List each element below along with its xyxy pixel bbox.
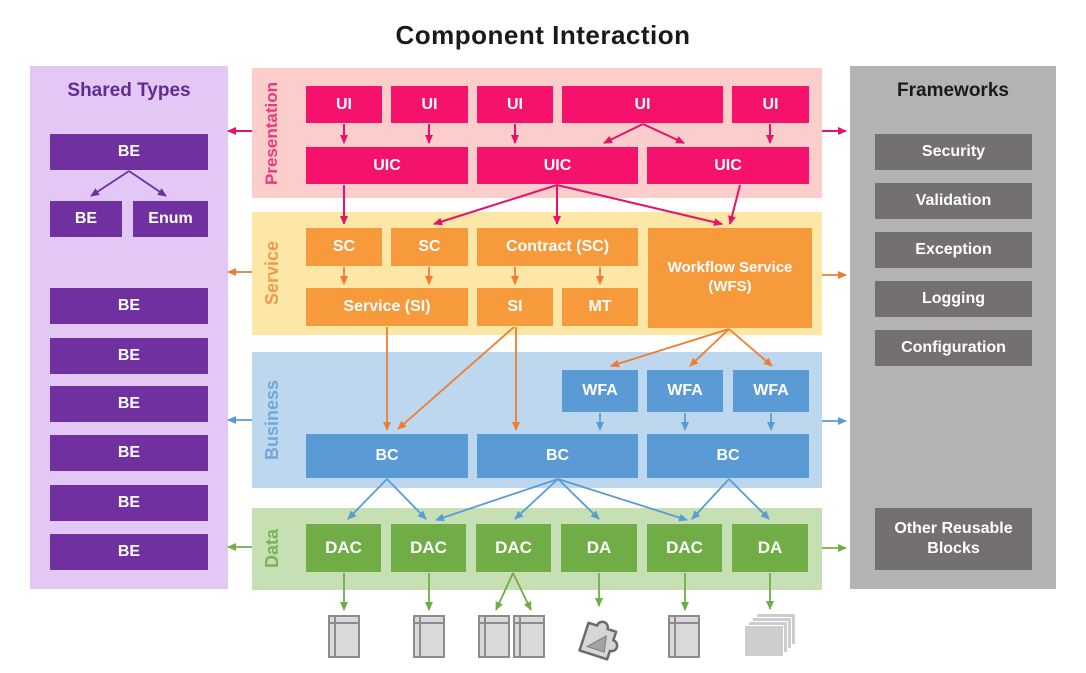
framework-exception-box: Exception	[875, 232, 1032, 268]
shared-be-root-box: BE	[50, 134, 208, 170]
database-table-icon	[513, 615, 545, 658]
sc-box: SC	[306, 228, 382, 266]
ui-box: UI	[477, 86, 553, 123]
uic-box: UIC	[647, 147, 809, 184]
framework-validation-box: Validation	[875, 183, 1032, 219]
service-si-box: Service (SI)	[306, 288, 468, 326]
ui-box: UI	[306, 86, 382, 123]
framework-logging-box: Logging	[875, 281, 1032, 317]
shared-be-child-box: BE	[50, 201, 122, 237]
framework-configuration-box: Configuration	[875, 330, 1032, 366]
business-layer-label: Business	[261, 379, 282, 461]
si-box: SI	[477, 288, 553, 326]
dac-box: DAC	[647, 524, 722, 572]
sc-box: SC	[391, 228, 468, 266]
database-table-icon	[328, 615, 360, 658]
shared-enum-box: Enum	[133, 201, 208, 237]
ui-box: UI	[732, 86, 809, 123]
ui-box: UI	[391, 86, 468, 123]
uic-box: UIC	[306, 147, 468, 184]
da-box: DA	[732, 524, 808, 572]
ui-box: UI	[562, 86, 723, 123]
dac-box: DAC	[306, 524, 381, 572]
shared-types-title: Shared Types	[67, 80, 191, 101]
database-table-icon	[478, 615, 510, 658]
data-layer-label: Data	[261, 529, 282, 569]
documents-stack-icon	[744, 613, 796, 659]
dac-box: DAC	[476, 524, 551, 572]
other-reusable-blocks-box: Other Reusable Blocks	[875, 508, 1032, 570]
puzzle-piece-icon	[572, 606, 628, 669]
shared-be-box: BE	[50, 386, 208, 422]
shared-be-box: BE	[50, 338, 208, 374]
database-table-icon	[668, 615, 700, 658]
frameworks-title: Frameworks	[897, 80, 1009, 101]
mt-box: MT	[562, 288, 638, 326]
bc-box: BC	[477, 434, 638, 478]
da-box: DA	[561, 524, 637, 572]
database-table-icon	[413, 615, 445, 658]
bc-box: BC	[647, 434, 809, 478]
presentation-layer-label: Presentation	[262, 81, 281, 185]
wfa-box: WFA	[733, 370, 809, 412]
framework-security-box: Security	[875, 134, 1032, 170]
shared-be-box: BE	[50, 485, 208, 521]
shared-be-box: BE	[50, 288, 208, 324]
workflow-service-box: Workflow Service (WFS)	[648, 228, 812, 328]
shared-be-box: BE	[50, 435, 208, 471]
dac-box: DAC	[391, 524, 466, 572]
page-title: Component Interaction	[395, 20, 691, 50]
uic-box: UIC	[477, 147, 638, 184]
contract-sc-box: Contract (SC)	[477, 228, 638, 266]
shared-be-box: BE	[50, 534, 208, 570]
wfa-box: WFA	[647, 370, 723, 412]
service-layer-label: Service	[261, 241, 282, 306]
bc-box: BC	[306, 434, 468, 478]
wfa-box: WFA	[562, 370, 638, 412]
